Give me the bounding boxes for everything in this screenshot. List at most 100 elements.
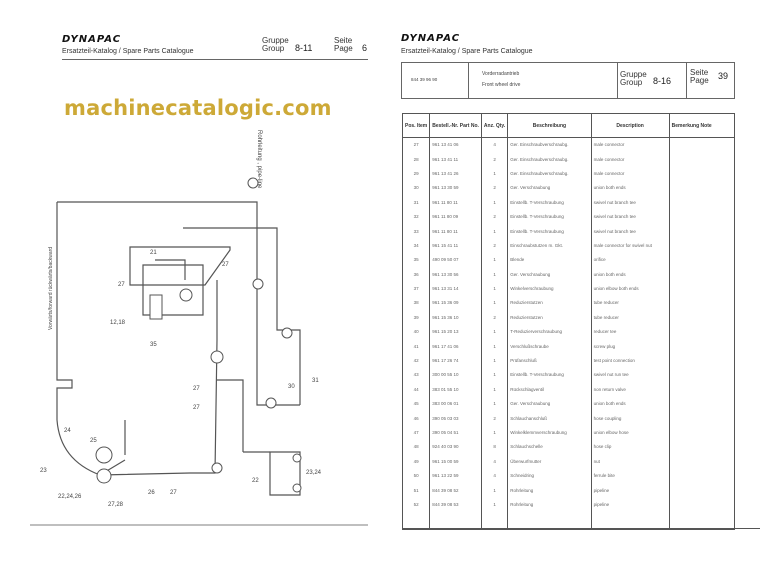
table-cell: 2: [480, 209, 509, 224]
table-cell: 383 01 55 10: [429, 382, 482, 397]
page-label-de: Seite: [334, 36, 353, 45]
table-cell: [668, 295, 736, 311]
table-cell: Ger. Einschraubverschraubg.: [507, 137, 592, 152]
group-number-right: 8-16: [653, 76, 672, 86]
column-header: Description: [590, 113, 670, 138]
table-cell: 844 39 08 52: [429, 482, 482, 498]
table-cell: 45: [401, 396, 431, 411]
column-header: Bemerkung Note: [668, 113, 736, 138]
table-cell: nut: [590, 454, 670, 469]
filter-icon: [210, 350, 224, 364]
table-cell: [668, 482, 736, 498]
table-cell: 390 05 03 03: [429, 410, 482, 426]
table-cell: Ger. Verschraubung: [507, 180, 592, 196]
column-header: Anz. Qty.: [480, 113, 509, 138]
table-cell: swivel nut branch tee: [590, 223, 670, 239]
page-label-en: Page: [690, 76, 709, 85]
table-cell: male connector: [590, 166, 670, 181]
table-cell: 33: [401, 223, 431, 239]
pipe-line-right: [183, 227, 301, 405]
table-cell: 2: [480, 151, 509, 167]
table-cell: 490 09 50 07: [429, 252, 482, 268]
table-cell: 1: [480, 324, 509, 339]
title-de: Vorderradantrieb: [482, 71, 520, 77]
table-cell: [668, 497, 736, 512]
table-cell: [668, 324, 736, 339]
table-cell: [668, 425, 736, 440]
table-cell: Rückschlagventil: [507, 382, 592, 397]
return-line: [56, 202, 218, 476]
table-cell: [668, 137, 736, 152]
table-cell: Einstellb. T-Verschraubung: [507, 195, 592, 210]
table-cell: [668, 310, 736, 325]
table-cell: 47: [401, 425, 431, 440]
table-cell: [668, 151, 736, 167]
table-cell: 8: [480, 439, 509, 455]
table-cell: 1: [480, 223, 509, 239]
table-cell: 844 39 08 53: [429, 497, 482, 512]
callout-label: 27: [193, 405, 200, 411]
table-cell: 42: [401, 353, 431, 368]
callout-label: 27: [222, 262, 229, 268]
table-cell: 1: [480, 353, 509, 368]
table-cell: 961 11 80 11: [429, 195, 482, 210]
table-cell: test point connection: [590, 353, 670, 368]
table-cell: 1: [480, 382, 509, 397]
table-cell: 1: [480, 166, 509, 181]
table-cell: 44: [401, 382, 431, 397]
table-cell: Einschraubstutzen m. Gkt.: [507, 238, 592, 253]
table-cell: 27: [401, 137, 431, 152]
table-cell: Rohrleitung: [507, 482, 592, 498]
table-cell: 37: [401, 281, 431, 296]
valve-line: [155, 259, 186, 280]
callout-label: 27: [193, 386, 200, 392]
table-cell: 961 15 36 09: [429, 295, 482, 311]
group-label-de: Gruppe: [262, 36, 289, 45]
table-cell: Ger. Verschraubung: [507, 267, 592, 282]
table-cell: 961 17 26 74: [429, 353, 482, 368]
footer-rule-right: [402, 528, 760, 529]
table-cell: 1: [480, 195, 509, 210]
table-cell: Reduzierstutzen: [507, 295, 592, 311]
table-cell: union both ends: [590, 267, 670, 282]
table-cell: 961 13 41 11: [429, 151, 482, 167]
table-cell: 390 05 04 51: [429, 425, 482, 440]
table-cell: 2: [480, 310, 509, 325]
table-cell: 32: [401, 209, 431, 224]
table-cell: 34: [401, 238, 431, 253]
motor-feed: [217, 379, 270, 453]
page-label-en: Page: [334, 44, 353, 53]
column-header: Pos. Item: [401, 113, 431, 138]
table-cell: 383 00 06 01: [429, 396, 482, 411]
catalog-title: Ersatzteil-Katalog / Spare Parts Catalog…: [62, 48, 194, 55]
header-rule: [62, 59, 368, 60]
table-cell: union elbow hose: [590, 425, 670, 440]
table-cell: 961 13 22 59: [429, 468, 482, 483]
table-cell: pipeline: [590, 497, 670, 512]
title-en: Front wheel drive: [482, 82, 521, 88]
table-cell: 1: [480, 425, 509, 440]
table-cell: tube reducer: [590, 295, 670, 311]
spool-icon: [149, 294, 163, 320]
table-cell: 50: [401, 468, 431, 483]
table-cell: [668, 454, 736, 469]
table-cell: 961 15 36 10: [429, 310, 482, 325]
hydraulic-diagram: [30, 177, 368, 526]
table-cell: [668, 468, 736, 483]
